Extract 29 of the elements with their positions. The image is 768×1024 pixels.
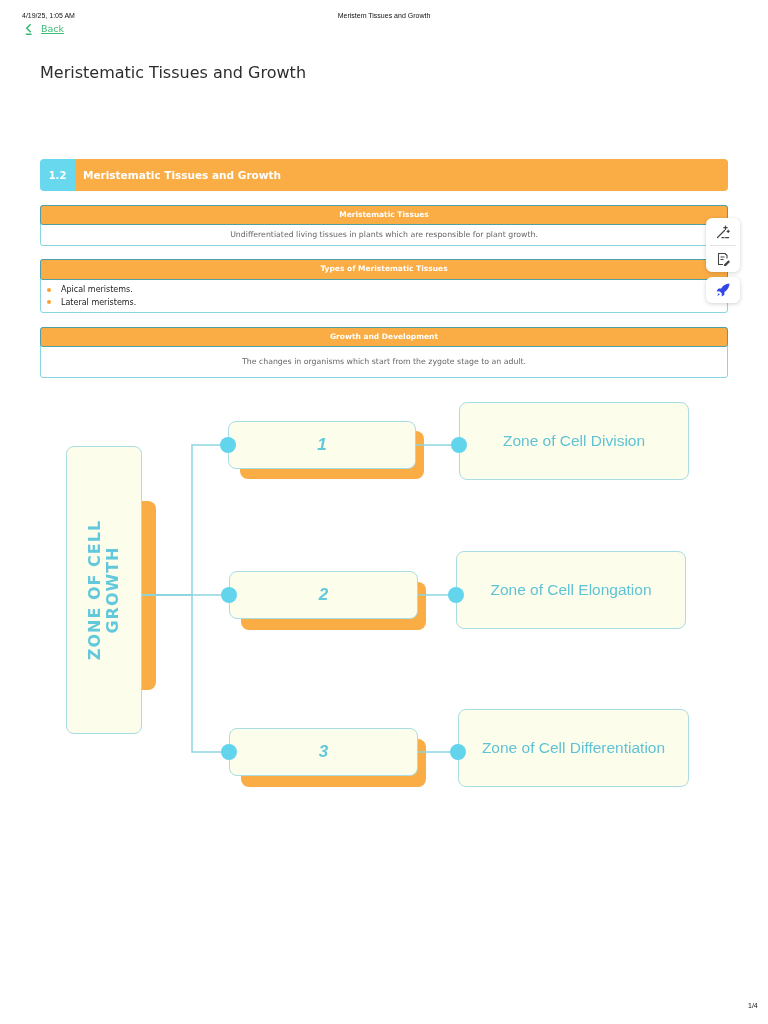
section-banner [75,159,728,191]
step-number: 1 [317,435,327,455]
step-number: 3 [318,742,329,762]
connector [141,594,237,760]
list-item: Apical meristems. [61,285,133,295]
step-box [229,571,418,619]
info-card [40,259,728,313]
section-badge [40,159,75,191]
step-box [228,421,416,469]
back-link: Back [25,23,65,35]
section-heading: Meristematic Tissues and Growth [83,169,281,181]
zone-box [459,402,689,480]
info-card [40,327,728,378]
connector [415,437,467,453]
zone-label: Zone of Cell Elongation [490,581,652,599]
zone-box [456,551,686,629]
connector [417,587,464,603]
step-box [229,728,418,776]
zone-label: Zone of Cell Differentiation [481,739,666,757]
connector [417,744,466,760]
zone-label: Zone of Cell Division [502,432,646,450]
root-box [66,446,142,734]
info-card [40,205,728,246]
zone-box [458,709,689,787]
section-number: 1.2 [48,169,67,181]
page-title: Meristematic Tissues and Growth [40,63,307,83]
list-item: Lateral meristems. [61,297,137,307]
step-number: 2 [318,585,329,605]
vertical-heading: ZONE OF CELL GROWTH [85,518,123,663]
